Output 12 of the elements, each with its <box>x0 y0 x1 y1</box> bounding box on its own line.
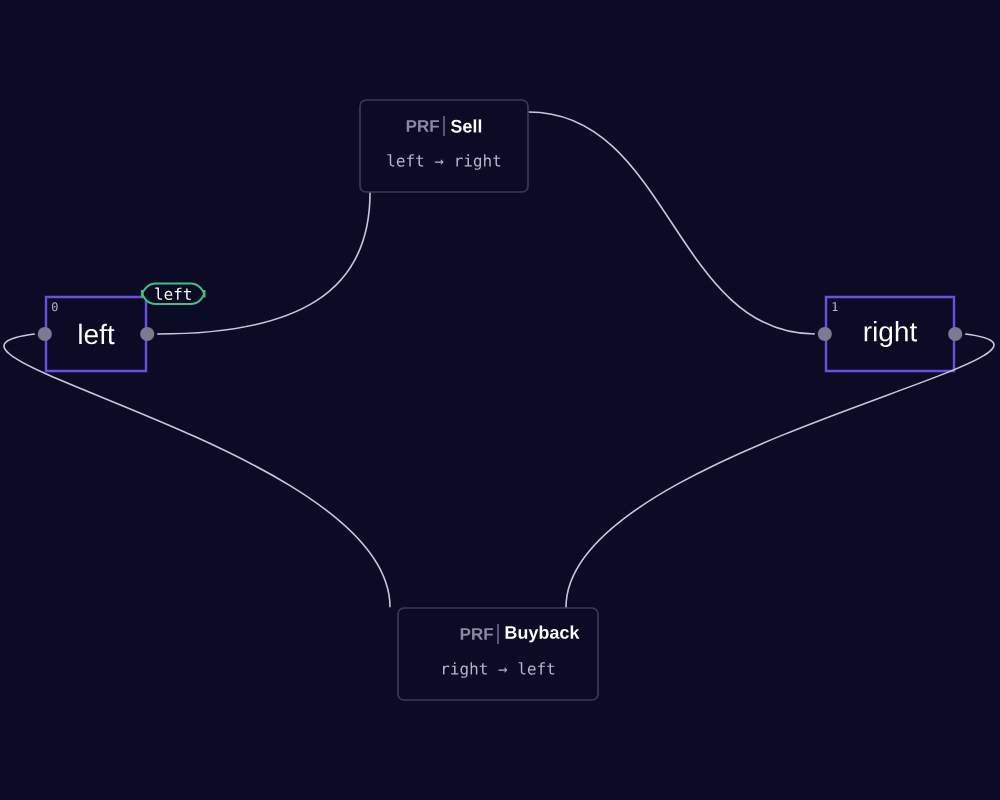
transaction-card <box>397 607 599 701</box>
card-subtitle: left → right <box>387 154 501 170</box>
connector-line <box>565 333 992 608</box>
card-subtitle: right → left <box>443 662 555 678</box>
card-title: Sell <box>450 119 482 133</box>
connector-line <box>156 192 371 335</box>
transaction-card <box>359 99 529 193</box>
card-title: PRF <box>460 628 493 640</box>
connector-line <box>528 111 816 335</box>
connector-line <box>4 333 391 608</box>
card-title: Buyback <box>505 625 580 643</box>
card-title: PRF <box>406 120 439 132</box>
